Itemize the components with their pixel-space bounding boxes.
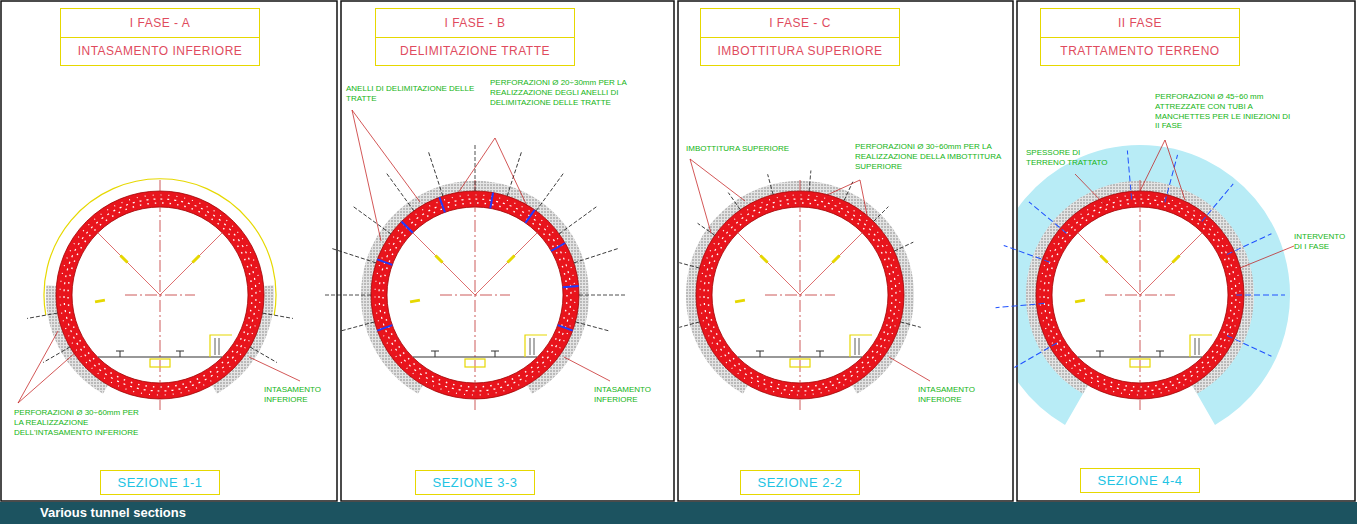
annotation-label: IMBOTTITURA SUPERIORE — [686, 144, 808, 154]
section-name: SEZIONE 3-3 — [416, 471, 534, 494]
annotation-label: INTASAMENTO INFERIORE — [594, 385, 666, 405]
section-label-box: SEZIONE 1-1 — [100, 470, 220, 495]
phase-title: II FASE — [1041, 9, 1239, 37]
annotation-label: INTERVENTO DI I FASE — [1294, 232, 1352, 252]
phase-header-box: II FASETRATTAMENTO TERRENO — [1040, 8, 1240, 66]
annotation-holder: ANELLI DI DELIMITAZIONE DELLE TRATTE — [346, 84, 478, 104]
section-label-box: SEZIONE 3-3 — [415, 470, 535, 495]
caption-text: Various tunnel sections — [0, 505, 186, 520]
phase-header-box: I FASE - CIMBOTTITURA SUPERIORE — [700, 8, 900, 66]
section-label-box: SEZIONE 4-4 — [1080, 468, 1200, 493]
phase-subtitle: TRATTAMENTO TERRENO — [1041, 37, 1239, 66]
phase-subtitle: IMBOTTITURA SUPERIORE — [701, 37, 899, 66]
section-4-drawing — [996, 151, 1285, 410]
annotation-label: PERFORAZIONI Ø 30÷60mm PER LA REALIZZAZI… — [855, 142, 1005, 171]
phase-header-box: I FASE - BDELIMITAZIONE TRATTE — [375, 8, 575, 66]
section-3-drawing — [325, 145, 625, 410]
annotation-label: PERFORAZIONI Ø 30÷60mm PER LA REALIZZAZI… — [14, 408, 149, 437]
phase-subtitle: DELIMITAZIONE TRATTE — [376, 37, 574, 66]
annotation-label: PERFORAZIONI Ø 20÷30mm PER LA REALIZZAZI… — [490, 78, 640, 107]
annotation-label: INTASAMENTO INFERIORE — [264, 385, 334, 405]
annotation-holder: SPESSORE DI TERRENO TRATTATO — [1026, 148, 1118, 168]
section-2-drawing — [679, 170, 920, 410]
annotation-holder: PERFORAZIONI Ø 20÷30mm PER LA REALIZZAZI… — [490, 78, 640, 107]
phase-title: I FASE - B — [376, 9, 574, 37]
annotation-holder: INTASAMENTO INFERIORE — [594, 385, 666, 405]
phase-header-box: I FASE - AINTASAMENTO INFERIORE — [60, 8, 260, 66]
section-name: SEZIONE 1-1 — [101, 471, 219, 494]
panel-frames — [1, 1, 1355, 501]
annotation-holder: PERFORAZIONI Ø 30÷60mm PER LA REALIZZAZI… — [14, 408, 149, 437]
annotation-label: SPESSORE DI TERRENO TRATTATO — [1026, 148, 1118, 168]
phase-subtitle: INTASAMENTO INFERIORE — [61, 37, 259, 66]
section-name: SEZIONE 2-2 — [741, 471, 859, 494]
annotation-holder: IMBOTTITURA SUPERIORE — [686, 144, 808, 154]
annotation-label: ANELLI DI DELIMITAZIONE DELLE TRATTE — [346, 84, 478, 104]
section-name: SEZIONE 4-4 — [1081, 469, 1199, 492]
annotation-holder: INTASAMENTO INFERIORE — [264, 385, 334, 405]
annotation-holder: INTASAMENTO INFERIORE — [918, 385, 990, 405]
annotation-holder: INTERVENTO DI I FASE — [1294, 232, 1352, 252]
annotation-label: PERFORAZIONI Ø 45÷60 mm ATTREZZATE CON T… — [1155, 92, 1295, 131]
phase-title: I FASE - C — [701, 9, 899, 37]
annotation-label: INTASAMENTO INFERIORE — [918, 385, 990, 405]
leader-lines — [18, 110, 1294, 403]
annotation-holder: PERFORAZIONI Ø 30÷60mm PER LA REALIZZAZI… — [855, 142, 1005, 171]
annotation-holder: PERFORAZIONI Ø 45÷60 mm ATTREZZATE CON T… — [1155, 92, 1295, 131]
section-label-box: SEZIONE 2-2 — [740, 470, 860, 495]
section-1-drawing — [27, 179, 293, 410]
phase-title: I FASE - A — [61, 9, 259, 37]
caption-bar: Various tunnel sections — [0, 502, 1357, 524]
